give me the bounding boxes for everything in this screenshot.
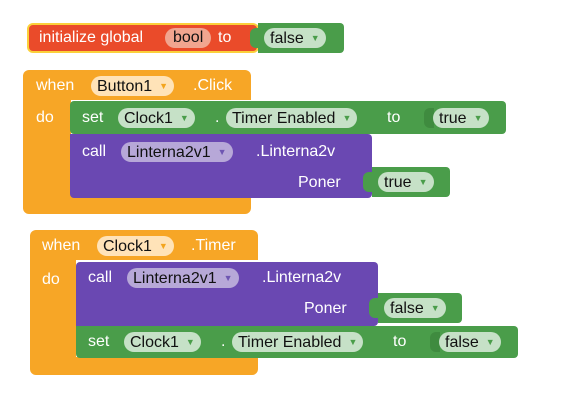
clock1-dropdown[interactable]: Clock1▼: [97, 236, 174, 256]
click-event-name: .Click: [193, 77, 233, 94]
false-dropdown[interactable]: false▼: [439, 332, 501, 352]
timer-enabled-dropdown[interactable]: Timer Enabled▼: [232, 332, 364, 352]
poner-param-label: Poner: [304, 300, 347, 317]
dot-separator: .: [221, 333, 226, 350]
connector-notch: [430, 332, 440, 352]
triangle-down-icon: ▼: [159, 81, 169, 91]
connector-notch: [424, 108, 434, 128]
triangle-down-icon: ▼: [217, 147, 227, 157]
linterna2v1-dropdown[interactable]: Linterna2v1▼: [127, 268, 239, 288]
button1-dropdown[interactable]: Button1▼: [91, 76, 175, 96]
linterna2v1-dropdown[interactable]: Linterna2v1▼: [121, 142, 233, 162]
triangle-down-icon: ▼: [342, 113, 352, 123]
triangle-down-icon: ▼: [430, 303, 440, 313]
clock1-dropdown[interactable]: Clock1▼: [124, 332, 201, 352]
to-keyword: to: [218, 29, 232, 46]
clock-timer-event-side: [30, 260, 76, 360]
true-dropdown[interactable]: true▼: [433, 108, 489, 128]
do-keyword: do: [42, 271, 60, 288]
when-keyword: when: [36, 77, 75, 94]
variable-name-field[interactable]: bool: [165, 28, 212, 48]
to-keyword: to: [387, 109, 401, 126]
triangle-down-icon: ▼: [310, 33, 320, 43]
do-keyword: do: [36, 109, 54, 126]
initialize-keyword: initialize global: [39, 29, 144, 46]
triangle-down-icon: ▼: [179, 113, 189, 123]
triangle-down-icon: ▼: [158, 241, 168, 251]
when-keyword: when: [42, 237, 81, 254]
initialize-global-block[interactable]: [27, 23, 259, 53]
triangle-down-icon: ▼: [185, 337, 195, 347]
triangle-down-icon: ▼: [485, 337, 495, 347]
method-name: .Linterna2v: [262, 269, 342, 286]
triangle-down-icon: ▼: [418, 177, 428, 187]
triangle-down-icon: ▼: [473, 113, 483, 123]
connector-notch: [363, 172, 373, 192]
set-keyword: set: [88, 333, 110, 350]
triangle-down-icon: ▼: [223, 273, 233, 283]
clock-timer-event-footer: [30, 357, 258, 375]
clock1-dropdown[interactable]: Clock1▼: [118, 108, 195, 128]
timer-event-name: .Timer: [191, 237, 236, 254]
connector-notch: [250, 28, 260, 48]
method-name: .Linterna2v: [256, 143, 336, 160]
dot-separator: .: [215, 109, 220, 126]
to-keyword: to: [393, 333, 407, 350]
timer-enabled-dropdown[interactable]: Timer Enabled▼: [226, 108, 358, 128]
button-click-event-footer: [23, 196, 251, 214]
false-dropdown[interactable]: false▼: [264, 28, 326, 48]
true-dropdown[interactable]: true▼: [378, 172, 434, 192]
call-keyword: call: [82, 143, 107, 160]
connector-notch: [369, 298, 379, 318]
triangle-down-icon: ▼: [348, 337, 358, 347]
set-keyword: set: [82, 109, 104, 126]
poner-param-label: Poner: [298, 174, 341, 191]
call-keyword: call: [88, 269, 113, 286]
button-click-event-side: [23, 100, 71, 200]
false-dropdown[interactable]: false▼: [384, 298, 446, 318]
